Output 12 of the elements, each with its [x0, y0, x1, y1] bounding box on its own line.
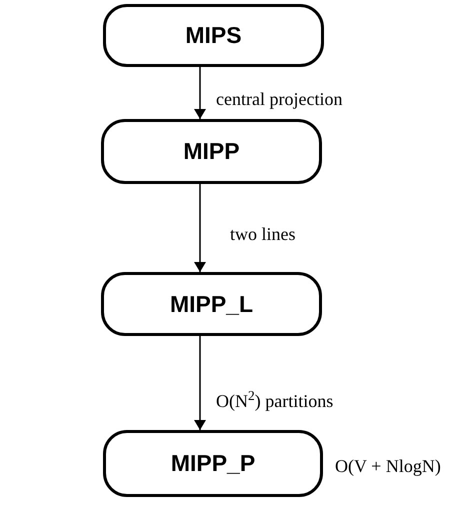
node-label: MIPP — [183, 137, 240, 166]
arrow — [194, 67, 206, 119]
complexity-note: O(V + NlogN) — [335, 455, 441, 478]
rounded-box — [103, 430, 323, 497]
node-label: MIPP_L — [170, 290, 254, 319]
node-label: MIPP_P — [170, 449, 256, 478]
node-label: MIPS — [185, 21, 242, 50]
rounded-box — [101, 119, 322, 184]
rounded-box — [103, 4, 324, 67]
arrow — [194, 336, 206, 430]
arrow — [194, 184, 206, 272]
rounded-box — [101, 272, 322, 336]
